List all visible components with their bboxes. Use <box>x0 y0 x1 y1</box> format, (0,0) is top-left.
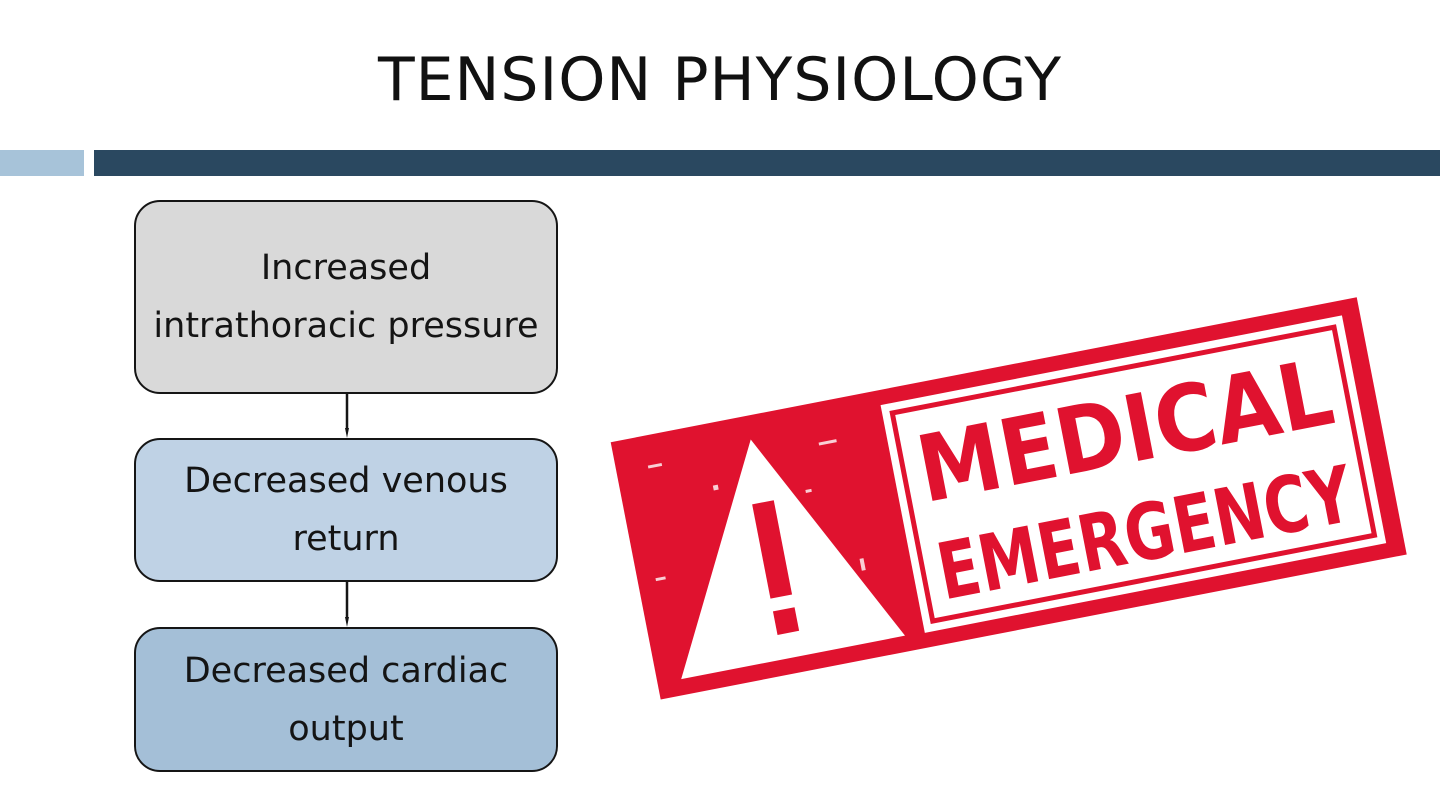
flow-step-decreased-venous-return: Decreased venous return <box>134 438 558 582</box>
warning-icon <box>681 439 906 680</box>
medical-emergency-stamp: MEDICAL EMERGENCY <box>610 297 1407 700</box>
flow-arrow-1 <box>345 394 349 438</box>
flow-step-increased-pressure: Increased intrathoracic pressure <box>134 200 558 394</box>
flow-step-decreased-cardiac-output: Decreased cardiac output <box>134 627 558 772</box>
flow-arrow-2 <box>345 582 349 627</box>
title-rule-accent <box>0 150 84 176</box>
title-rule <box>94 150 1440 176</box>
slide-title: TENSION PHYSIOLOGY <box>377 45 1063 115</box>
